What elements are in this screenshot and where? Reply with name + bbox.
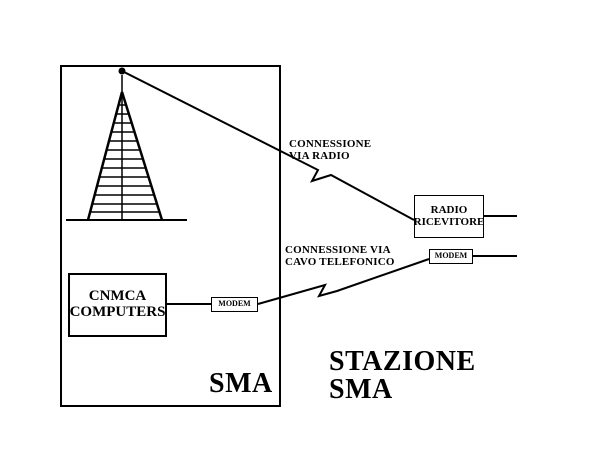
phone-connection-label: CONNESSIONE VIA CAVO TELEFONICO <box>285 244 395 268</box>
sma-box-label: SMA <box>209 368 273 399</box>
antenna-tower-icon <box>66 67 187 221</box>
radio-receiver-line2: RICEVITORE <box>413 215 485 228</box>
radio-link-line <box>121 70 415 221</box>
computers-box-line1: CNMCA <box>88 288 147 305</box>
radio-receiver-box: RADIO RICEVITORE <box>414 195 484 238</box>
radio-connection-line2: VIA RADIO <box>289 149 350 162</box>
sma-enclosure <box>60 65 281 407</box>
modem-left-box: MODEM <box>211 297 258 312</box>
station-label: STAZIONE SMA <box>329 348 476 404</box>
radio-receiver-line1: RADIO <box>430 203 468 216</box>
station-label-line2: SMA <box>329 374 393 405</box>
modem-right-label: MODEM <box>434 251 468 261</box>
radio-connection-label: CONNESSIONE VIA RADIO <box>289 138 372 162</box>
phone-connection-line2: CAVO TELEFONICO <box>285 255 395 268</box>
modem-left-label: MODEM <box>218 299 251 309</box>
cnmca-computers-box: CNMCA COMPUTERS <box>68 273 167 337</box>
station-label-line1: STAZIONE <box>329 346 476 377</box>
computers-box-line2: COMPUTERS <box>69 304 166 320</box>
phone-connection-line1: CONNESSIONE VIA <box>285 244 391 256</box>
radio-connection-line1: CONNESSIONE <box>289 138 372 150</box>
modem-right-box: MODEM <box>429 249 473 264</box>
telephone-link-line <box>257 258 430 305</box>
